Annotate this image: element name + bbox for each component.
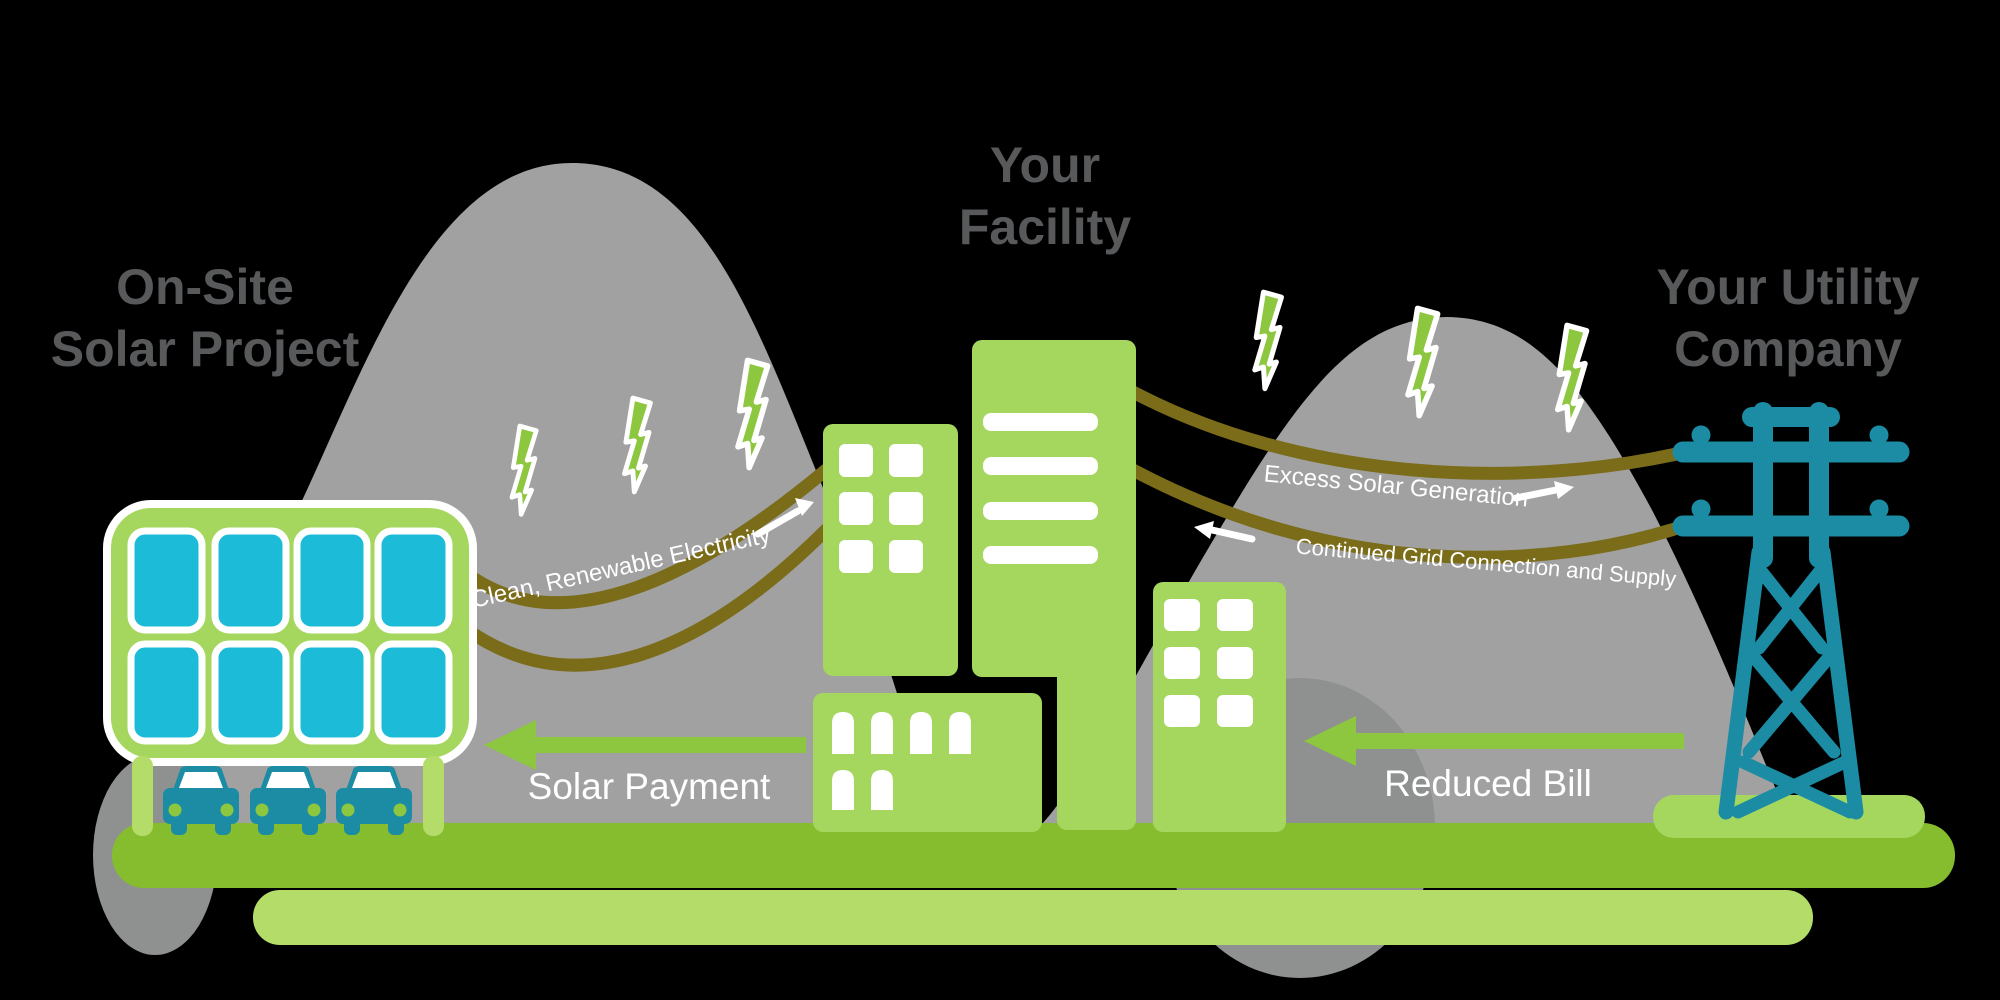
window — [1217, 695, 1253, 727]
payment-arrows — [484, 716, 1684, 770]
heading-your-utility-company: Your Utility Company — [1613, 256, 1963, 380]
window — [1217, 599, 1253, 631]
arched-window — [832, 712, 854, 754]
window — [1164, 599, 1200, 631]
arrow-grid-supply — [1194, 521, 1256, 543]
carport-and-cars — [132, 756, 444, 836]
label-reduced-bill: Reduced Bill — [1384, 763, 1592, 804]
arched-window — [949, 712, 971, 754]
building-lowrise — [813, 693, 1042, 832]
lightning-bolt-icon — [1255, 292, 1282, 388]
carport-post-left — [132, 756, 153, 836]
window — [839, 492, 873, 525]
solar-cell — [127, 640, 206, 745]
solar-cell — [293, 527, 371, 634]
carport-post-right — [423, 756, 444, 836]
utility-mound — [1653, 795, 1925, 838]
window — [1164, 695, 1200, 727]
reduced-bill-arrow — [1304, 716, 1684, 766]
heading-line: Solar Project — [50, 321, 360, 377]
window — [889, 444, 923, 477]
solar-cell — [374, 527, 453, 634]
arrow-excess-generation — [1512, 481, 1574, 502]
window-stripe — [983, 457, 1098, 475]
arched-window — [871, 770, 893, 810]
label-solar-payment: Solar Payment — [527, 766, 771, 807]
heading-line: Your Utility — [1656, 259, 1920, 315]
heading-line: Facility — [958, 199, 1132, 255]
window — [889, 540, 923, 573]
solar-cell — [211, 640, 290, 745]
wire-facility-to-utility-top — [1126, 385, 1701, 480]
flow-arrows-white — [754, 481, 1574, 543]
building-midrise-left — [823, 424, 958, 676]
window — [839, 444, 873, 477]
building-tower — [972, 340, 1136, 830]
wire-solar-to-facility-top — [455, 463, 833, 610]
wire-solar-to-facility-bottom — [455, 523, 833, 672]
heading-your-facility: Your Facility — [895, 134, 1195, 258]
arched-window — [832, 770, 854, 810]
facility-buildings — [813, 340, 1286, 832]
ground-strip — [112, 823, 1955, 888]
window — [889, 492, 923, 525]
arrow-clean-electricity — [754, 498, 814, 538]
power-wires — [455, 385, 1701, 672]
solar-cell — [293, 640, 371, 745]
solar-cell — [374, 640, 453, 745]
heading-line: On-Site — [116, 259, 294, 315]
heading-line: Company — [1674, 321, 1902, 377]
arched-window — [871, 712, 893, 754]
building-midrise-right — [1153, 582, 1286, 832]
solar-panel-array — [103, 500, 477, 766]
solar-payment-arrow — [484, 720, 806, 770]
window-stripe — [983, 502, 1098, 520]
heading-line: Your — [989, 137, 1101, 193]
tower-leg-right — [1815, 544, 1864, 820]
ground-band-light — [253, 890, 1813, 945]
solar-cell — [127, 527, 206, 634]
arched-window — [910, 712, 932, 754]
transmission-tower — [1672, 402, 1910, 820]
window — [1164, 647, 1200, 679]
wire-facility-to-utility-bottom — [1126, 463, 1697, 564]
window — [1217, 647, 1253, 679]
tower-leg-left — [1718, 544, 1767, 820]
window-stripe — [983, 546, 1098, 564]
window — [839, 540, 873, 573]
window-stripe — [983, 413, 1098, 431]
solar-cell — [211, 527, 290, 634]
heading-onsite-solar-project: On-Site Solar Project — [30, 256, 380, 380]
